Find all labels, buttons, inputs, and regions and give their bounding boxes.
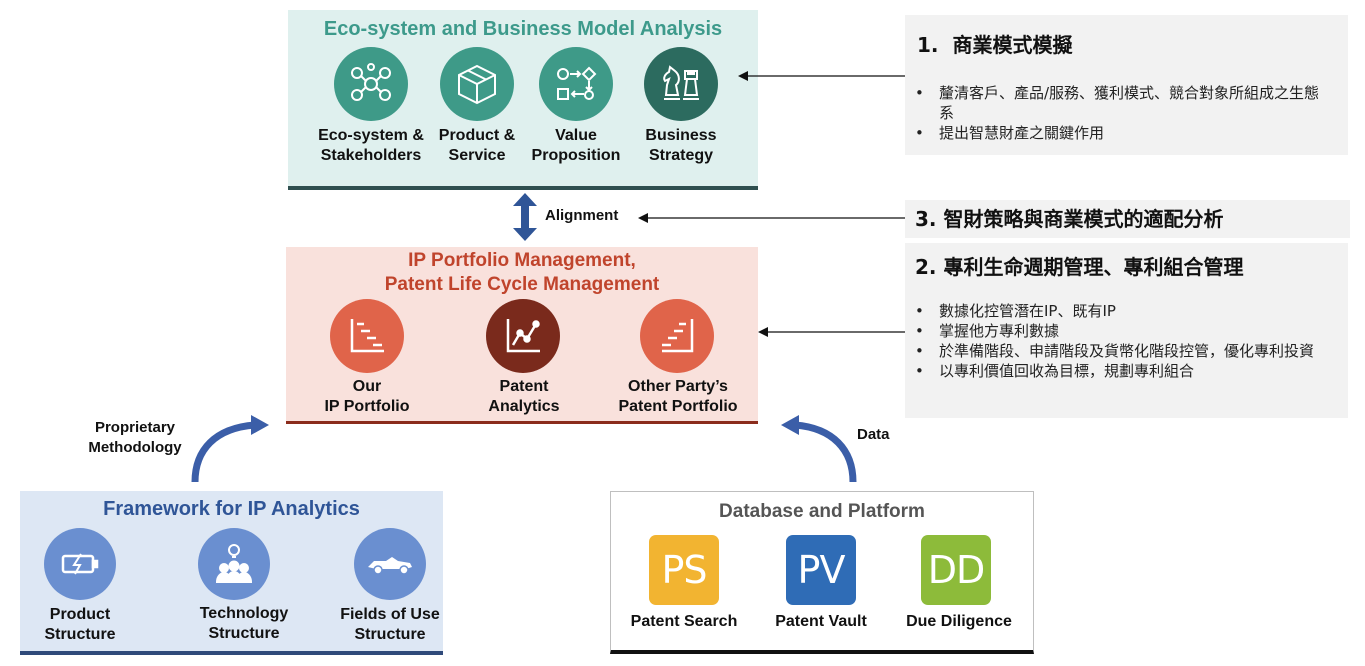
panel-1-heading: 1. 商業模式模擬 bbox=[917, 29, 1073, 58]
panel-2-bullets: 數據化控管潛在IP、既有IP 掌握他方專利數據 於準備階段、申請階段及貨幣化階段… bbox=[905, 301, 1343, 381]
data-arrow bbox=[781, 415, 857, 483]
ip-portfolio-box: IP Portfolio Management,Patent Life Cycl… bbox=[286, 247, 758, 424]
panel-2-heading: 2. 專利生命週期管理、專利組合管理 bbox=[915, 251, 1244, 280]
ecosystem-label-2: Product &Service bbox=[438, 127, 516, 164]
chess-icon bbox=[644, 47, 718, 121]
battery-icon bbox=[44, 528, 116, 600]
alignment-arrow bbox=[513, 193, 537, 241]
patent-vault-label: Patent Vault bbox=[775, 613, 867, 630]
ip-title: IP Portfolio Management,Patent Life Cycl… bbox=[384, 250, 660, 295]
database-title: Database and Platform bbox=[719, 501, 925, 522]
analytics-icon bbox=[486, 299, 560, 373]
flow-icon bbox=[539, 47, 613, 121]
methodology-arrow bbox=[191, 415, 269, 483]
database-box: Database and Platform PS PV DD Patent Se… bbox=[610, 491, 1034, 654]
panel-patent-management: 2. 專利生命週期管理、專利組合管理 數據化控管潛在IP、既有IP 掌握他方專利… bbox=[905, 243, 1348, 418]
patent-vault-logo: PV bbox=[786, 535, 856, 605]
panel-connectors bbox=[638, 71, 905, 337]
framework-title: Framework for IP Analytics bbox=[103, 498, 360, 520]
network-icon bbox=[334, 47, 408, 121]
team-idea-icon bbox=[198, 528, 270, 600]
ecosystem-label-1: Eco-system &Stakeholders bbox=[318, 127, 424, 164]
data-label: Data bbox=[857, 426, 890, 443]
panel-1-bullet: 釐清客戶、產品/服務、獲利模式、競合對象所組成之生態系 bbox=[905, 83, 1335, 123]
panel-2-bullet: 數據化控管潛在IP、既有IP bbox=[905, 301, 1343, 321]
box-icon bbox=[440, 47, 514, 121]
due-diligence-logo: DD bbox=[921, 535, 991, 605]
alignment-label: Alignment bbox=[545, 207, 619, 224]
patent-search-logo: PS bbox=[649, 535, 719, 605]
panel-2-bullet: 以專利價值回收為目標，規劃專利組合 bbox=[905, 361, 1343, 381]
stair-chart-icon bbox=[640, 299, 714, 373]
panel-2-bullet: 掌握他方專利數據 bbox=[905, 321, 1343, 341]
due-diligence-label: Due Diligence bbox=[906, 613, 1012, 630]
panel-business-model: 1. 商業模式模擬 釐清客戶、產品/服務、獲利模式、競合對象所組成之生態系 提出… bbox=[905, 15, 1348, 155]
panel-3-heading: 3. 智財策略與商業模式的適配分析 bbox=[905, 200, 1350, 238]
ecosystem-box: Eco-system and Business Model Analysis E… bbox=[288, 10, 758, 190]
panel-1-bullet: 提出智慧財產之關鍵作用 bbox=[905, 123, 1335, 143]
ecosystem-title: Eco-system and Business Model Analysis bbox=[323, 18, 723, 40]
patent-search-label: Patent Search bbox=[630, 613, 738, 630]
panel-2-bullet: 於準備階段、申請階段及貨幣化階段控管，優化專利投資 bbox=[905, 341, 1343, 361]
race-car-icon bbox=[354, 528, 426, 600]
stair-chart-icon bbox=[330, 299, 404, 373]
panel-1-bullets: 釐清客戶、產品/服務、獲利模式、競合對象所組成之生態系 提出智慧財產之關鍵作用 bbox=[905, 83, 1335, 143]
